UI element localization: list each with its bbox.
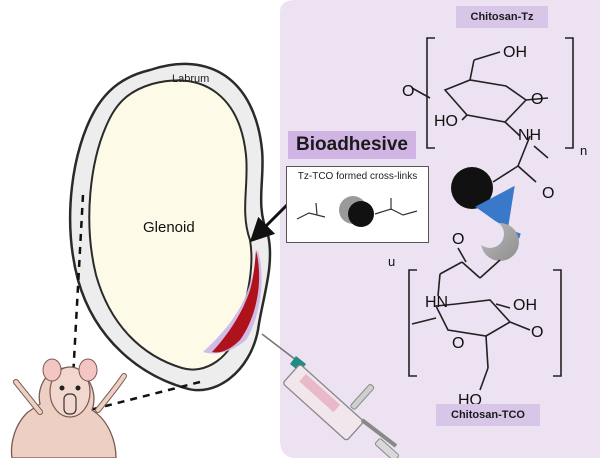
crosslink-title: Tz-TCO formed cross-links <box>297 171 418 182</box>
labrum-label: Labrum <box>172 73 209 85</box>
bottom-ring-o2: O <box>531 324 543 341</box>
top-ring-nh: NH <box>518 127 541 144</box>
tetrazine-sphere <box>451 167 493 209</box>
top-ring-ho: HO <box>434 113 458 130</box>
dashed-leader-top <box>71 194 85 379</box>
glenoid-label: Glenoid <box>143 219 195 236</box>
tz-linker-bond <box>492 165 519 183</box>
bottom-ring-oh: OH <box>513 297 537 314</box>
chitosan-tz-label: Chitosan-Tz <box>456 6 548 28</box>
glenoid-surface <box>88 79 253 371</box>
chitosan-tco-structure <box>408 247 562 391</box>
bioadhesive-label: Bioadhesive <box>288 131 416 159</box>
bioadhesive-red-layer <box>212 250 260 353</box>
top-linker-o: O <box>542 185 554 202</box>
chitosan-tz-structure <box>411 37 574 183</box>
bottom-ring-hn: HN <box>425 294 448 311</box>
chitosan-tco-label: Chitosan-TCO <box>436 404 540 426</box>
top-ring-subscript-n: n <box>580 143 587 158</box>
bottom-ring-subscript-u: u <box>388 254 395 269</box>
crosslink-inset: Tz-TCO formed cross-links <box>286 166 429 243</box>
top-ring-oh: OH <box>503 44 527 61</box>
syringe-illustration <box>261 333 399 458</box>
mouse-illustration <box>10 358 127 458</box>
tco-crescent <box>476 220 519 261</box>
chemistry-panel <box>280 0 600 458</box>
crosslink-diagram <box>296 196 418 227</box>
bottom-ring-o1: O <box>452 335 464 352</box>
bottom-linker-o: O <box>452 231 464 248</box>
top-ring-o2: O <box>531 91 543 108</box>
top-ring-o1: O <box>402 83 414 100</box>
